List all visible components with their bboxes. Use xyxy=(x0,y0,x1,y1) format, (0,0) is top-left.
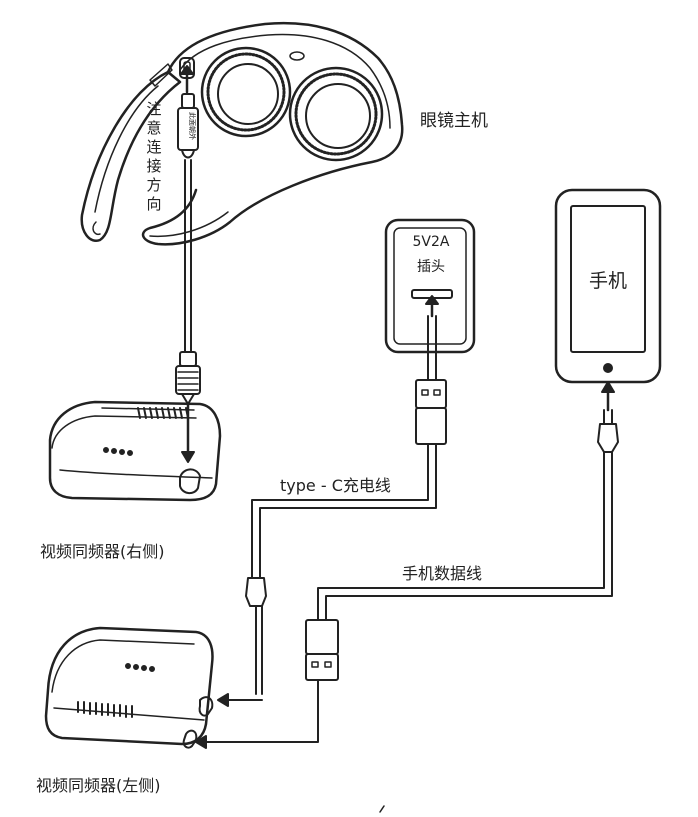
charge-cable-label: type - C充电线 xyxy=(280,476,391,495)
plug-voltage-label: 5V2A xyxy=(412,234,450,250)
usb-c-connector-phone xyxy=(597,409,619,453)
sync-box-left-label: 视频同频器(左侧) xyxy=(36,776,161,795)
video-sync-box-left xyxy=(44,626,214,749)
video-sync-box-right xyxy=(48,400,222,502)
sync-box-right-label: 视频同频器(右侧) xyxy=(40,542,165,561)
usb-a-connector-charge xyxy=(415,315,447,445)
hdmi-connector xyxy=(175,351,201,405)
usb-a-connector-phone xyxy=(199,619,339,743)
glasses-main-label: 眼镜主机 xyxy=(420,111,488,131)
phone xyxy=(554,188,662,384)
phone-label: 手机 xyxy=(588,270,627,292)
vr-glasses xyxy=(80,21,404,246)
power-adapter xyxy=(384,218,476,354)
svg-text:此面朝外: 此面朝外 xyxy=(188,112,197,140)
usb-c-connector-glasses: 此面朝外 xyxy=(177,93,199,159)
connection-direction-note: 注意连接方向 xyxy=(146,100,162,213)
plug-label: 插头 xyxy=(417,259,445,275)
usb-c-connector-charge xyxy=(245,577,267,695)
phone-cable-label: 手机数据线 xyxy=(402,564,483,583)
